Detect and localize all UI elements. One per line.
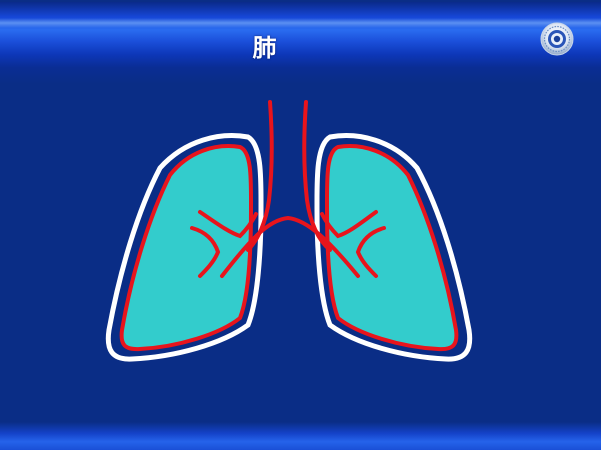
right-lung (327, 146, 456, 349)
left-lung (122, 146, 251, 349)
